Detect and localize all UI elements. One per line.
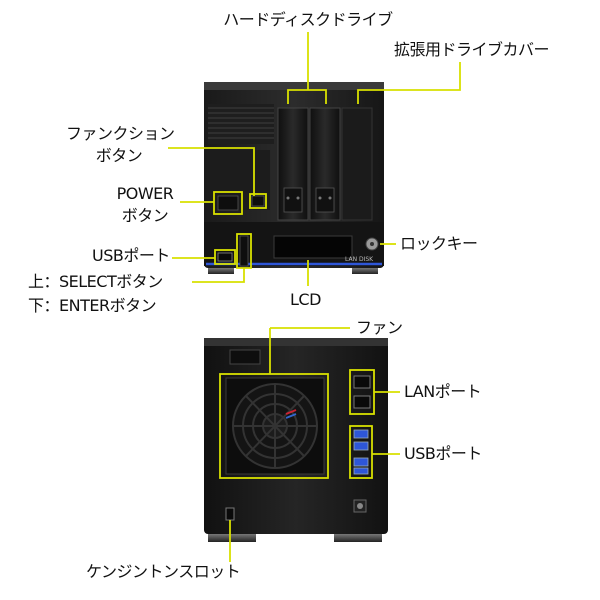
label-lan: LANポート (404, 382, 482, 401)
lan-port-2[interactable] (353, 395, 371, 409)
hdd-tray-1[interactable] (277, 107, 309, 221)
label-fan: ファン (356, 318, 403, 337)
label-function-line2: ボタン (95, 146, 143, 165)
front-device: LAN DISK (204, 82, 384, 274)
label-hdd: ハードディスクドライブ (223, 10, 393, 29)
label-kensington: ケンジントンスロット (86, 562, 241, 581)
kensington-slot-icon (225, 507, 235, 521)
function-button[interactable] (251, 195, 265, 207)
label-usb-rear: USBポート (404, 444, 482, 463)
usb-port-rear-2[interactable] (353, 441, 369, 451)
brand-text: LAN DISK (345, 256, 374, 263)
usb-port-rear-4[interactable] (353, 467, 369, 475)
label-power-line2: ボタン (121, 206, 169, 225)
label-lcd: LCD (290, 290, 321, 309)
label-usb-front: USBポート (92, 246, 170, 265)
front-callouts (168, 32, 461, 286)
label-power-line1: POWER (116, 184, 174, 203)
select-enter-buttons[interactable] (239, 235, 249, 267)
power-button[interactable] (217, 195, 239, 211)
usb-port-rear-3[interactable] (353, 457, 369, 467)
label-enter: 下：ENTERボタン (28, 296, 157, 315)
lan-port-1[interactable] (353, 375, 371, 389)
front-grille (208, 104, 274, 144)
usb-port-rear-1[interactable] (353, 429, 369, 439)
rear-callouts (219, 327, 400, 562)
usb-port-front[interactable] (217, 252, 233, 262)
expansion-drive-cover[interactable] (341, 107, 373, 221)
label-select: 上：SELECTボタン (28, 272, 163, 291)
rear-fan (225, 377, 325, 475)
label-expansion-cover: 拡張用ドライブカバー (394, 40, 550, 59)
label-lock-key: ロックキー (400, 234, 478, 253)
label-function-line1: ファンクション (66, 124, 175, 143)
hdd-tray-2[interactable] (309, 107, 341, 221)
rear-device (204, 338, 388, 542)
lcd-screen (273, 235, 353, 259)
